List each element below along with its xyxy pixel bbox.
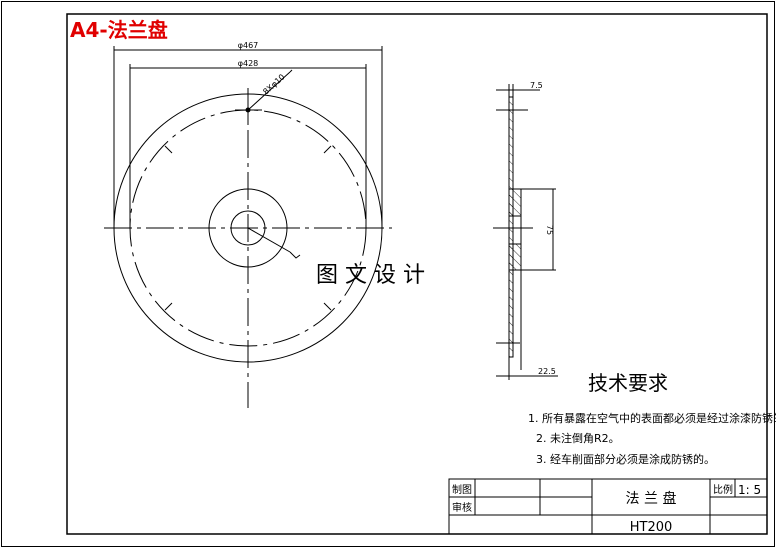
material: HT200 xyxy=(630,520,673,535)
tech-requirement-3: 3. 经车削面部分必须是涂成防锈的。 xyxy=(536,452,715,466)
part-name: 法 兰 盘 xyxy=(626,490,677,507)
dim-holes: 8Xφ10 xyxy=(261,72,286,96)
side-view xyxy=(493,84,558,380)
tech-requirement-1: 1. 所有暴露在空气中的表面都必须是经过涂漆防锈的。 xyxy=(528,411,776,425)
front-view xyxy=(104,46,392,408)
scale-value: 1: 5 xyxy=(738,483,761,497)
tech-requirements-title: 技术要求 xyxy=(588,371,668,395)
dim-hub-width: 22.5 xyxy=(538,367,556,376)
inner-frame xyxy=(66,13,768,535)
dim-thickness: 7.5 xyxy=(530,81,543,90)
title-block xyxy=(448,478,768,535)
sheet-label: A4-法兰盘 xyxy=(70,18,168,42)
drawn-label: 制图 xyxy=(452,483,472,496)
dim-outer-diameter: φ467 xyxy=(238,41,259,50)
watermark: 图 文 设 计 xyxy=(316,263,425,288)
scale-label: 比例 xyxy=(713,483,733,496)
dim-pitch-diameter: φ428 xyxy=(238,59,259,68)
checked-label: 审核 xyxy=(452,501,472,514)
tech-requirement-2: 2. 未注倒角R2。 xyxy=(536,431,620,445)
dim-hub-diameter: 75 xyxy=(545,225,554,235)
